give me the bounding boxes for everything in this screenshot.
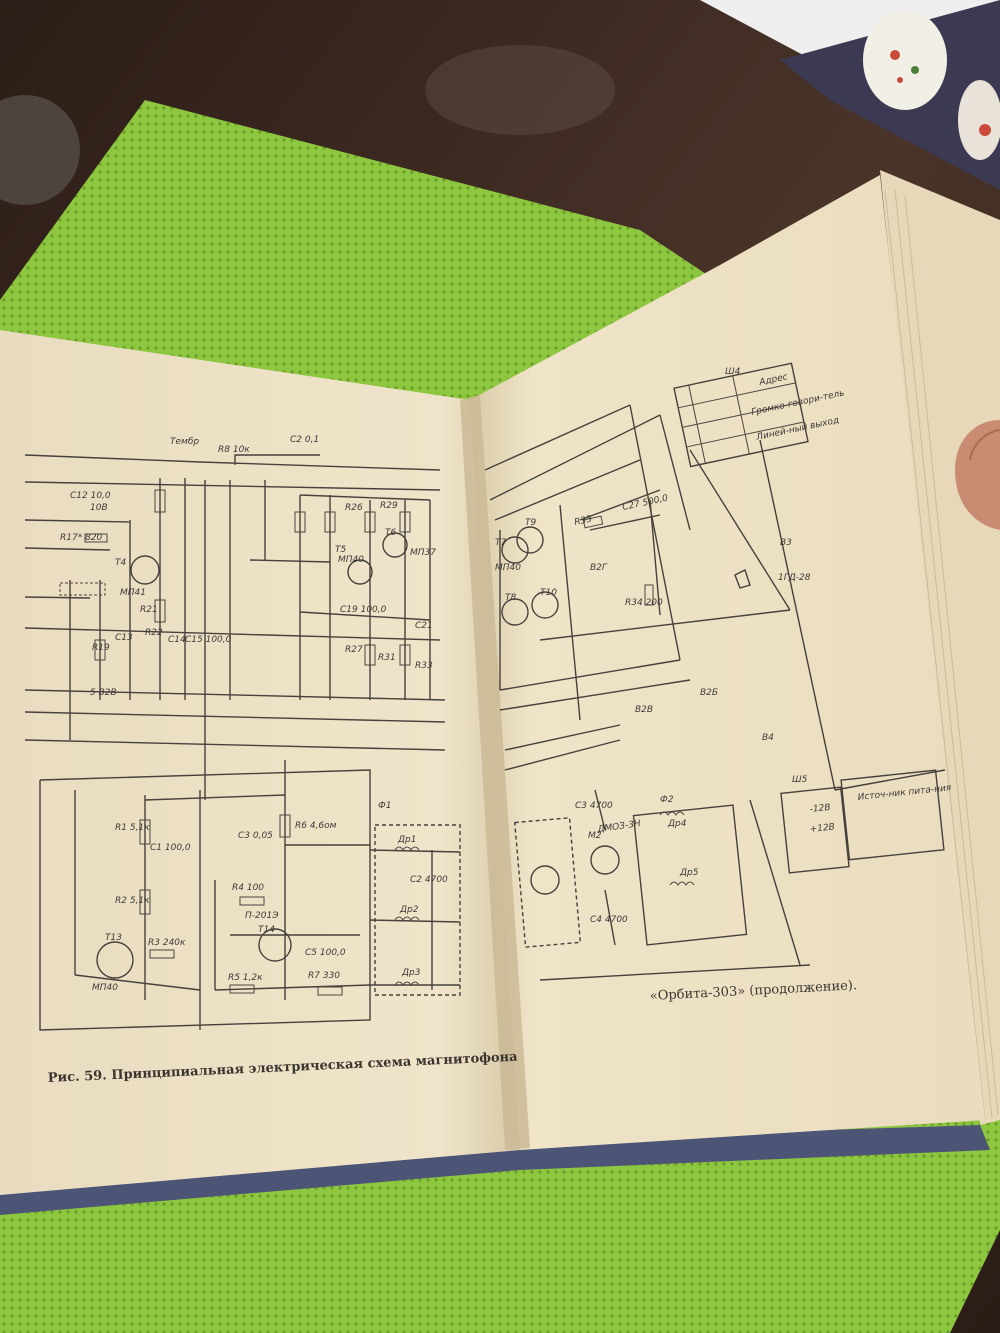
label-r1: R1 5,1к (115, 823, 150, 833)
label-r8: R8 10к (218, 445, 250, 455)
label-r2: R2 5,1к (115, 896, 150, 906)
label-t6: Т6 (385, 528, 396, 538)
label-r19: R19 (92, 643, 110, 653)
label-dr4: Др4 (667, 819, 687, 829)
label-mp41: МП41 (120, 588, 146, 598)
label-r17: R17* 820 (60, 533, 103, 543)
label-t4: Т4 (115, 558, 126, 568)
label-speaker: 1ГД-28 (778, 573, 811, 583)
label-mp40b: МП40 (92, 983, 118, 993)
label-r26: R26 (345, 503, 363, 513)
label-v3: В3 (780, 538, 792, 548)
label-b2v: В2В (635, 705, 653, 715)
label-r7: R7 330 (308, 971, 340, 981)
label-c14: C14 (168, 635, 186, 645)
label-c1: C1 100,0 (150, 843, 191, 853)
label-c15: C15 100,0 (185, 635, 232, 645)
label-f1: Ф1 (378, 801, 391, 811)
label-r29: R29 (380, 501, 398, 511)
label-dr3: Др3 (401, 968, 421, 978)
label-mp40a: МП40 (338, 555, 364, 565)
label-b2b-right: В2Б (700, 688, 718, 698)
label-sh5-p12: +12В (809, 822, 835, 835)
label-sh4: Ш4 (725, 367, 741, 377)
label-c3-right: C3 4700 (575, 801, 613, 811)
label-c2b: C2 4700 (410, 875, 448, 885)
label-mp40: МП40 (495, 563, 521, 573)
label-t13: Т13 (105, 933, 122, 943)
label-sh5-m12: -12В (809, 803, 831, 815)
label-sh5: Ш5 (792, 775, 808, 785)
label-dr1: Др1 (397, 835, 416, 845)
label-t5: Т5 (335, 545, 346, 555)
page-edges (880, 170, 1000, 1125)
book-cover (0, 1125, 990, 1215)
ceramic-jug (863, 10, 1000, 160)
label-r5: R5 1,2к (228, 973, 263, 983)
label-m2: М2 (588, 831, 602, 841)
label-timbre: Тембр (170, 437, 199, 447)
label-t9: Т9 (525, 518, 536, 528)
label-c12v: 10В (90, 503, 108, 513)
label-r3: R3 240к (148, 938, 186, 948)
label-c3: C3 0,05 (238, 831, 273, 841)
right-schematic: Ш4 Адрес Громко-говори-тель Линей-ный вы… (484, 362, 952, 981)
label-c4-right: C4 4700 (590, 915, 628, 925)
label-b2b: 5 В2В (90, 688, 117, 698)
label-c19: C19 100,0 (340, 605, 387, 615)
label-c2: C2 0,1 (290, 435, 319, 445)
label-r33: R33 (415, 661, 433, 671)
label-f2: Ф2 (660, 795, 674, 805)
label-r31: R31 (378, 653, 396, 663)
label-t14: Т14 (258, 925, 275, 935)
label-mp37: МП37 (410, 548, 436, 558)
label-t8: Т8 (505, 593, 516, 603)
label-r4: R4 100 (232, 883, 264, 893)
label-r27: R27 (345, 645, 363, 655)
thumb (955, 420, 1000, 530)
label-r6: R6 4,6ом (295, 821, 337, 831)
label-dr2: Др2 (399, 905, 419, 915)
label-r22: R22 (145, 628, 163, 638)
label-c5: C5 100,0 (305, 948, 346, 958)
label-c13: C13 (115, 633, 133, 643)
left-schematic: Тембр R8 10к C2 0,1 C12 10,0 10В R17* 82… (24, 435, 461, 1031)
label-t7: Т7 (495, 538, 506, 548)
label-dr5: Др5 (679, 868, 699, 878)
label-r21: R21 (140, 605, 158, 615)
label-b4: В4 (762, 733, 774, 743)
label-c21: C21 (415, 621, 433, 631)
label-p2019: П-201Э (245, 911, 279, 921)
label-b2g: В2Г (590, 563, 608, 573)
label-r33-right: R33 (574, 514, 594, 528)
label-c12: C12 10,0 (70, 491, 111, 501)
label-r34: R34 200 (625, 598, 663, 608)
label-t10: Т10 (540, 588, 557, 598)
